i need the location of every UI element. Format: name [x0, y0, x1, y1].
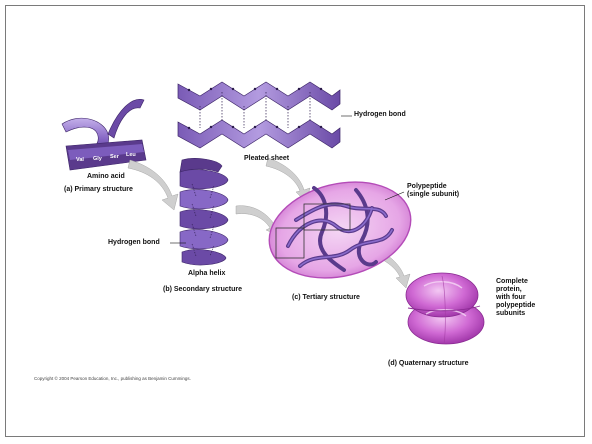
label-secondary-structure: (b) Secondary structure: [163, 286, 242, 294]
quaternary-structure: [406, 273, 484, 344]
amino-acid-gly: Gly: [93, 156, 103, 162]
label-hydrogen-bond-helix: Hydrogen bond: [108, 239, 160, 247]
label-primary-structure: (a) Primary structure: [64, 186, 133, 194]
label-complete-protein: Complete protein, with four polypeptide …: [496, 278, 535, 318]
label-hydrogen-bond-top: Hydrogen bond: [354, 111, 406, 119]
label-tertiary-structure: (c) Tertiary structure: [292, 294, 360, 302]
label-pleated-sheet: Pleated sheet: [244, 155, 289, 163]
label-quaternary-structure: (d) Quaternary structure: [388, 360, 469, 368]
label-alpha-helix: Alpha helix: [188, 270, 225, 278]
label-polypeptide: Polypeptide (single subunit): [407, 183, 459, 199]
alpha-helix: [170, 158, 228, 265]
amino-acid-val: Val: [76, 157, 84, 163]
label-amino-acid: Amino acid: [87, 173, 125, 181]
copyright-notice: Copyright © 2004 Pearson Education, Inc.…: [34, 376, 191, 381]
primary-structure-ribbon: [62, 99, 146, 170]
amino-acid-leu: Leu: [126, 152, 136, 158]
amino-acid-ser: Ser: [110, 154, 120, 160]
tertiary-structure: [259, 168, 421, 292]
pleated-sheet: [178, 82, 352, 148]
